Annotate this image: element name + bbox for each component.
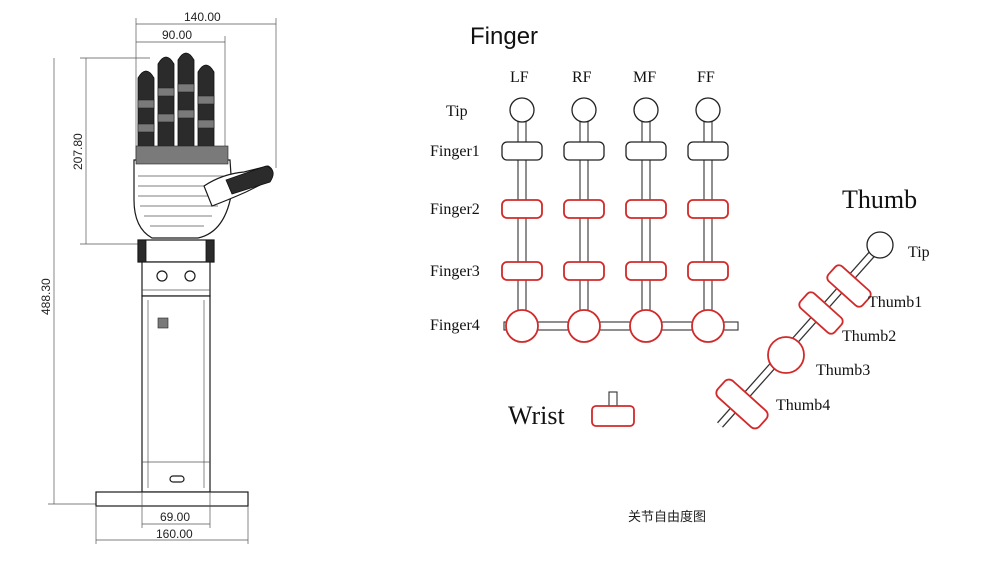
palm: [133, 159, 233, 239]
joint-finger1-lf: [501, 141, 543, 161]
logo-mark: [157, 317, 169, 329]
joint-finger4-ff: [691, 309, 725, 343]
forearm-housing: [141, 261, 211, 297]
joint-finger3-rf: [563, 261, 605, 281]
finger-column-ff: [687, 97, 729, 343]
thumb-tip-segment: [225, 165, 274, 195]
row-label-finger4: Finger4: [430, 317, 480, 334]
joint-finger1-rf: [563, 141, 605, 161]
joint-finger2-lf: [501, 199, 543, 219]
row-label-finger3: Finger3: [430, 263, 480, 280]
joint-wrist: [591, 405, 635, 427]
joint-thumb4: [715, 378, 769, 430]
joint-thumb3: [767, 336, 805, 374]
finger-dof-schematic: Finger LF RF MF FF Tip Finger1 Finger2 F…: [430, 23, 739, 430]
dim-base-outer: 160.00: [156, 527, 193, 541]
thumb-label-thumb1: Thumb1: [868, 294, 922, 311]
row-label-finger1: Finger1: [430, 143, 480, 160]
joint-finger3-ff: [687, 261, 729, 281]
joint-tip-lf: [509, 97, 535, 123]
row-label-tip: Tip: [446, 103, 468, 120]
diagram-caption: 关节自由度图: [628, 509, 706, 525]
finger-middle: [177, 52, 195, 161]
joint-finger4-mf: [629, 309, 663, 343]
joint-finger2-ff: [687, 199, 729, 219]
thumb-dof-schematic: Thumb Tip Thumb1 Thumb2 Thumb3 Thumb4: [715, 185, 930, 430]
joint-finger1-mf: [625, 141, 667, 161]
column-label-mf: MF: [633, 69, 656, 86]
finger-little: [137, 70, 155, 161]
thumb-label-thumb2: Thumb2: [842, 328, 896, 345]
finger-ring: [157, 56, 175, 161]
column-label-rf: RF: [572, 69, 592, 86]
dim-total-height: 488.30: [39, 278, 53, 315]
thumb-title: Thumb: [842, 185, 917, 214]
dim-base-inner: 69.00: [160, 510, 190, 524]
thumb-label-tip: Tip: [908, 244, 930, 261]
dim-hand-height: 207.80: [71, 133, 85, 170]
base-plate: [95, 491, 249, 507]
finger-column-rf: [563, 97, 605, 343]
wrist-block: [137, 239, 215, 263]
joint-finger4-lf: [505, 309, 539, 343]
dim-palm-width: 90.00: [162, 28, 192, 42]
joint-finger2-mf: [625, 199, 667, 219]
joint-finger3-mf: [625, 261, 667, 281]
finger-title: Finger: [470, 23, 538, 50]
joint-finger2-rf: [563, 199, 605, 219]
finger-column-mf: [625, 97, 667, 343]
column-label-ff: FF: [697, 69, 715, 86]
fingers: [137, 52, 215, 161]
knuckle-row: [135, 145, 229, 165]
joint-finger4-rf: [567, 309, 601, 343]
thumb-label-thumb4: Thumb4: [776, 397, 830, 414]
wrist-label: Wrist: [508, 401, 565, 430]
thumb-label-thumb3: Thumb3: [816, 362, 870, 379]
hand-technical-drawing: 140.00 90.00 207.80 488.30: [39, 10, 277, 544]
joint-tip-ff: [695, 97, 721, 123]
row-label-finger2: Finger2: [430, 201, 480, 218]
joint-thumb-tip: [866, 231, 894, 259]
finger-index: [197, 64, 215, 161]
joint-finger3-lf: [501, 261, 543, 281]
joint-finger1-ff: [687, 141, 729, 161]
joint-tip-mf: [633, 97, 659, 123]
column-label-lf: LF: [510, 69, 529, 86]
joint-tip-rf: [571, 97, 597, 123]
palm-rail: [503, 321, 739, 331]
forearm-column: [141, 295, 211, 493]
wrist-stem: [608, 391, 618, 407]
palm-texture: [138, 175, 226, 227]
dim-overall-width: 140.00: [184, 10, 221, 24]
joint-thumb1: [826, 264, 872, 308]
joint-thumb2: [798, 291, 844, 335]
finger-column-lf: [501, 97, 543, 343]
